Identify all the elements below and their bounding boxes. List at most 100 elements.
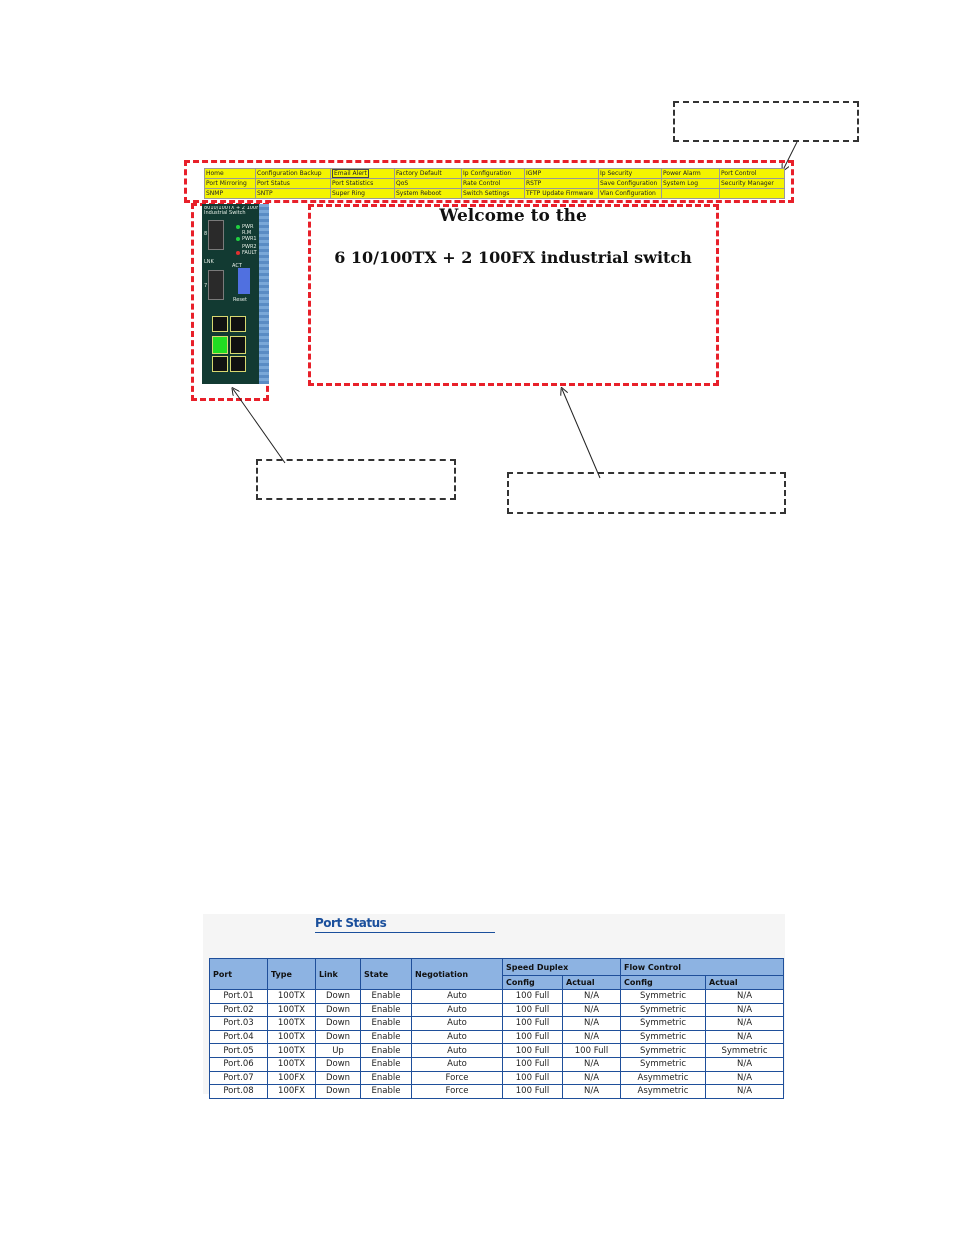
table-cell: 100 Full — [502, 1043, 563, 1058]
menu-item[interactable]: SNTP — [255, 188, 331, 199]
menu-empty-cell — [719, 188, 785, 199]
led-label-pwr: PWR — [242, 224, 254, 230]
menu-item[interactable]: Ip Configuration — [461, 168, 525, 179]
menu-item[interactable]: Switch Settings — [461, 188, 525, 199]
port-8-label: 8 — [204, 231, 208, 237]
menu-item-label: Ip Security — [600, 169, 633, 177]
port-status-title: Port Status — [315, 916, 387, 930]
table-cell: N/A — [562, 989, 621, 1004]
table-cell: 100TX — [267, 1029, 316, 1045]
menu-item-label: SNMP — [206, 189, 224, 197]
menu-item[interactable]: Configuration Backup — [255, 168, 331, 179]
reset-label: Reset — [233, 297, 247, 303]
menu-item[interactable]: Port Statistics — [330, 178, 395, 189]
fiber-port-8[interactable] — [208, 220, 224, 250]
led-label-pwr1: PWR1 — [242, 236, 257, 242]
table-cell: Port.05 — [209, 1043, 268, 1058]
rj45-port-5[interactable] — [212, 356, 228, 372]
table-cell: Enable — [360, 989, 412, 1004]
rj45-port-2[interactable] — [230, 316, 246, 332]
header-negotiation: Negotiation — [411, 958, 503, 990]
switch-front-panel: 8010/100TX + 2 100FX Industrial Switch 8… — [202, 204, 259, 384]
table-cell: 100FX — [267, 1070, 316, 1086]
table-cell: Enable — [360, 1070, 412, 1086]
header-speed-config: Config — [502, 975, 563, 990]
menu-item-label: System Reboot — [396, 189, 442, 197]
menu-item-label: IGMP — [526, 169, 542, 177]
table-cell: Auto — [411, 1016, 503, 1031]
table-cell: Auto — [411, 1043, 503, 1058]
header-flow-actual: Actual — [704, 975, 785, 990]
menu-item[interactable]: Super Ring — [330, 188, 395, 199]
table-cell: Auto — [411, 1029, 503, 1045]
menu-item[interactable]: System Reboot — [394, 188, 462, 199]
menu-item-label: Vlan Configuration — [600, 189, 656, 197]
table-cell: N/A — [704, 1016, 785, 1031]
act-label: ACT — [232, 263, 242, 269]
led-label-rm: R.M — [242, 230, 252, 236]
menu-item-label: RSTP — [526, 179, 542, 187]
panel-side-strip — [259, 204, 269, 384]
menu-item[interactable]: RSTP — [524, 178, 599, 189]
menu-item[interactable]: Rate Control — [461, 178, 525, 189]
menu-item[interactable]: Security Manager — [719, 178, 785, 189]
menu-item[interactable]: Port Control — [719, 168, 785, 179]
header-state: State — [360, 958, 412, 990]
port-status-table: Port Type Link State Negotiation Speed D… — [209, 958, 785, 1099]
fiber-port-7[interactable] — [208, 270, 224, 300]
menu-item[interactable]: TFTP Update Firmware — [524, 188, 599, 199]
menu-item[interactable]: Port Mirroring — [204, 178, 256, 189]
menu-item[interactable]: System Log — [661, 178, 720, 189]
menu-item[interactable]: Save Configuration — [598, 178, 662, 189]
table-cell: 100TX — [267, 1043, 316, 1058]
table-cell: N/A — [562, 1070, 621, 1086]
menu-item-label: Factory Default — [396, 169, 442, 177]
header-link: Link — [315, 958, 361, 990]
table-cell: 100 Full — [502, 1016, 563, 1031]
dip-switch — [238, 268, 250, 294]
table-cell: Port.04 — [209, 1029, 268, 1045]
panel-callout-box — [256, 459, 456, 500]
rj45-port-3[interactable] — [212, 336, 228, 354]
menu-item[interactable]: Ip Security — [598, 168, 662, 179]
menu-item[interactable]: Port Status — [255, 178, 331, 189]
menu-item[interactable]: QoS — [394, 178, 462, 189]
table-cell: 100 Full — [502, 989, 563, 1004]
menu-item[interactable]: Email Alert — [330, 168, 395, 179]
header-port: Port — [209, 958, 268, 990]
menu-item-label: Save Configuration — [600, 179, 658, 187]
table-cell: N/A — [562, 1056, 621, 1072]
menu-item[interactable]: Power Alarm — [661, 168, 720, 179]
menu-item[interactable]: Factory Default — [394, 168, 462, 179]
rj45-port-6[interactable] — [230, 356, 246, 372]
table-cell: Down — [315, 1002, 361, 1018]
menu-item[interactable]: SNMP — [204, 188, 256, 199]
table-cell: N/A — [704, 1056, 785, 1072]
menu-item[interactable]: Vlan Configuration — [598, 188, 662, 199]
table-cell: Port.08 — [209, 1084, 268, 1099]
rj45-port-1[interactable] — [212, 316, 228, 332]
menu-item[interactable]: IGMP — [524, 168, 599, 179]
table-cell: 100 Full — [502, 1029, 563, 1045]
menu-callout-box — [673, 101, 859, 142]
menu-item-label: Configuration Backup — [257, 169, 322, 177]
table-cell: Auto — [411, 1002, 503, 1018]
table-cell: 100TX — [267, 989, 316, 1004]
menu-item[interactable]: Home — [204, 168, 256, 179]
table-cell: Symmetric — [620, 1016, 706, 1031]
menu-item-label: QoS — [396, 179, 409, 187]
fault-led — [236, 251, 240, 255]
rj45-port-4[interactable] — [230, 336, 246, 354]
header-flow-config: Config — [620, 975, 706, 990]
header-speed-actual: Actual — [562, 975, 621, 990]
table-cell: Auto — [411, 989, 503, 1004]
device-model-label: 8010/100TX + 2 100FX — [204, 206, 258, 211]
